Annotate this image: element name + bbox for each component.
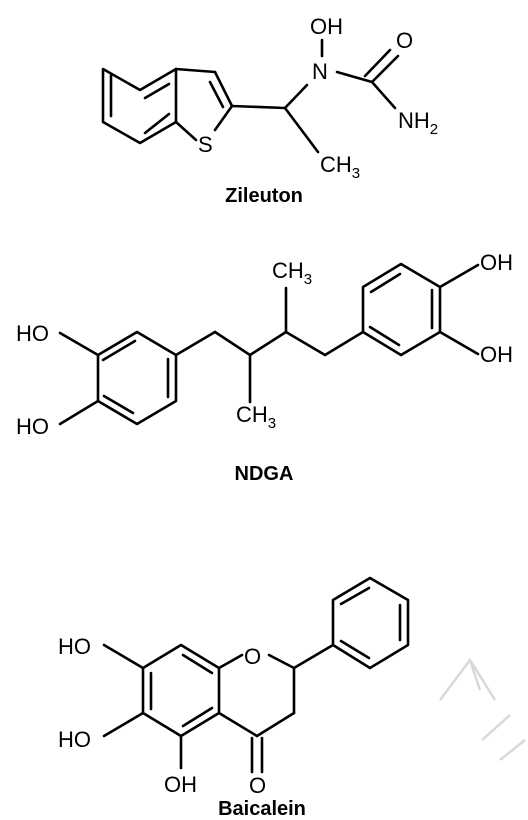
ndga-structure: HO HO OH OH CH3 CH3 NDGA: [16, 250, 513, 485]
baicalein-atom-ho-mid: HO: [58, 727, 91, 752]
baicalein-atom-oh-bottom: OH: [164, 772, 197, 797]
ndga-atom-ho-bottom: HO: [16, 414, 49, 439]
baicalein-structure: HO HO OH O O Baicalein: [58, 576, 410, 820]
zileuton-atom-oh: OH: [310, 14, 343, 39]
ndga-label: NDGA: [235, 463, 294, 485]
ndga-bonds: [58, 262, 480, 426]
zileuton-atom-o: O: [396, 28, 413, 53]
zileuton-label: Zileuton: [225, 185, 303, 207]
zileuton-atom-n: N: [312, 59, 328, 84]
ndga-atom-oh-top: OH: [480, 250, 513, 275]
baicalein-atom-o-carbonyl: O: [249, 773, 266, 798]
zileuton-atom-s: S: [198, 132, 213, 157]
zileuton-atom-ch3: CH3: [320, 152, 360, 182]
ndga-atom-ch3-top: CH3: [272, 258, 312, 288]
baicalein-label: Baicalein: [218, 798, 306, 820]
zileuton-atom-nh2: NH2: [398, 108, 438, 138]
ndga-atom-oh-bottom: OH: [480, 342, 513, 367]
baicalein-atom-o-ring: O: [244, 644, 261, 669]
zileuton-structure: S OH N O NH2 CH3 Zileuton: [101, 14, 438, 207]
baicalein-atom-ho-top: HO: [58, 634, 91, 659]
baicalein-bonds: [102, 576, 410, 774]
ndga-atom-ch3-bottom: CH3: [236, 402, 276, 432]
zileuton-bonds: [101, 38, 400, 154]
watermark: [439, 657, 526, 761]
ndga-atom-ho-top: HO: [16, 321, 49, 346]
